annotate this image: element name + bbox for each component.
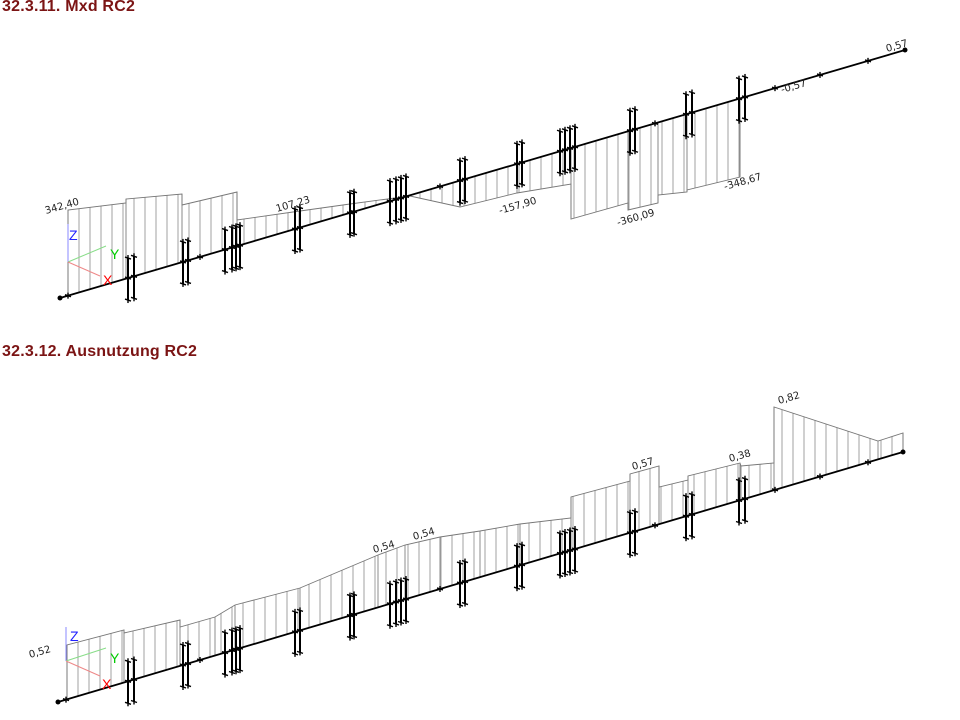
axis-triad-bottom: Z Y X [65, 627, 120, 692]
end-node [55, 699, 61, 705]
value-label: 0,82 [777, 390, 801, 407]
value-label: -0,57 [780, 78, 808, 96]
diagram-outline [67, 98, 741, 296]
end-node [900, 449, 906, 455]
value-label: 0,54 [372, 539, 396, 556]
diagram-outline [66, 406, 904, 700]
ausnutzung-diagram [55, 406, 906, 707]
beam-axis [59, 49, 906, 299]
z-axis-label: Z [69, 227, 78, 243]
y-axis-label: Y [110, 650, 120, 666]
value-label: 0,38 [728, 448, 752, 465]
value-label: -157,90 [498, 196, 538, 217]
axis-triad-top: Z Y X [67, 224, 120, 288]
value-label: 0,52 [28, 644, 52, 661]
y-axis-label: Y [110, 246, 120, 262]
mxd-diagram [57, 47, 908, 304]
end-node [902, 47, 908, 53]
end-node [57, 295, 63, 301]
value-label: -360,09 [616, 208, 656, 229]
x-axis-label: X [103, 272, 113, 288]
z-axis-label: Z [70, 628, 79, 644]
value-label: 342,40 [44, 197, 81, 217]
beam-axis [57, 451, 904, 703]
section-title-ausnutzung: 32.3.12. Ausnutzung RC2 [2, 343, 198, 360]
x-axis-label: X [102, 676, 112, 692]
section-title-mxd: 32.3.11. Mxd RC2 [2, 0, 136, 15]
value-label: -348,67 [723, 172, 763, 193]
